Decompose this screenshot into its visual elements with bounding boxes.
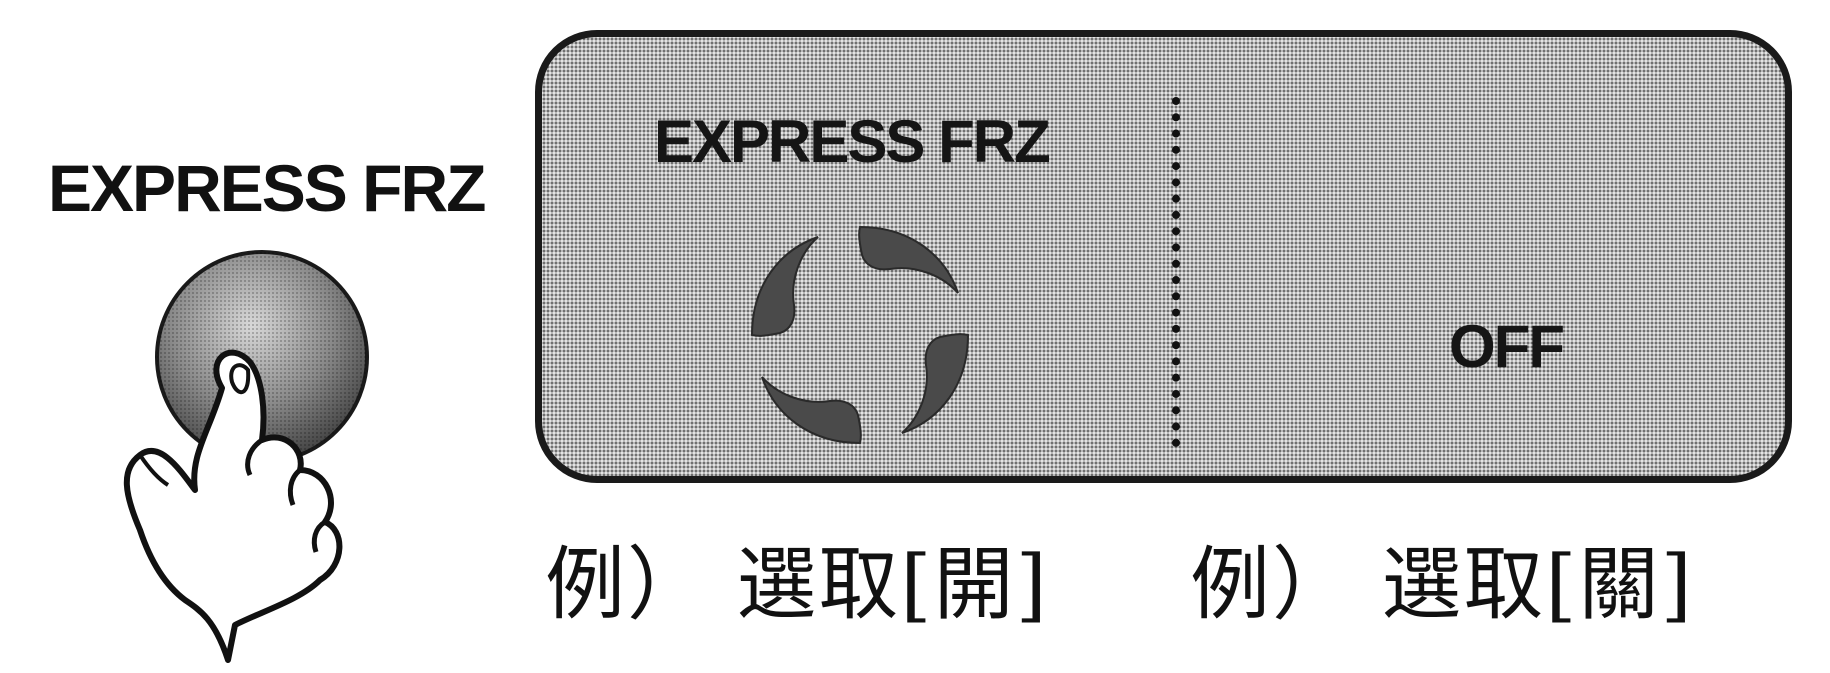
caption-select-on: 例） 選取[開] xyxy=(545,538,1049,631)
display-title: EXPRESS FRZ xyxy=(654,108,1051,175)
button-label: EXPRESS FRZ xyxy=(48,151,486,225)
display-panel: EXPRESS FRZ OFF xyxy=(535,30,1792,483)
caption-select-off: 例） 選取[關] xyxy=(1190,538,1694,631)
panel-divider xyxy=(1172,97,1180,447)
status-off-label: OFF xyxy=(1449,313,1565,380)
swirl-fan-icon xyxy=(750,225,970,445)
round-push-button-icon[interactable] xyxy=(155,250,369,464)
pressing-finger-icon xyxy=(123,349,343,663)
